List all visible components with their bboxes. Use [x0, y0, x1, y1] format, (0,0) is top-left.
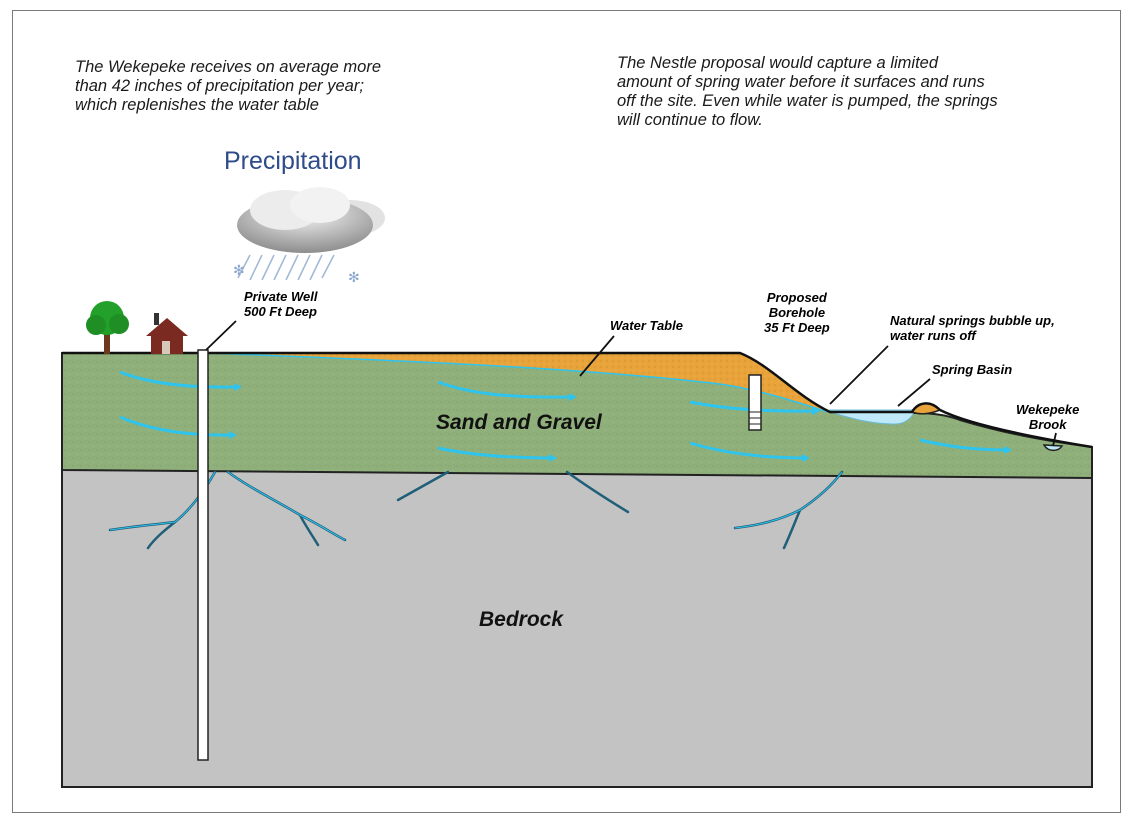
rain-cloud-icon: ✻ ✻ — [233, 187, 385, 286]
precipitation-note: The Wekepeke receives on average more th… — [75, 58, 381, 115]
borehole-label: Proposed Borehole 35 Ft Deep — [764, 290, 830, 335]
water-table-label: Water Table — [610, 318, 683, 333]
svg-text:✻: ✻ — [233, 263, 245, 279]
ground-surface — [62, 351, 1093, 449]
proposal-note: The Nestle proposal would capture a limi… — [617, 54, 998, 130]
groundwater-flow-arrows — [119, 370, 1012, 462]
unsaturated-sand — [205, 353, 828, 412]
brook-label: Wekepeke Brook — [1016, 402, 1080, 432]
note-line: amount of spring water before it surface… — [617, 73, 985, 91]
spring-basin — [829, 409, 916, 425]
borehole-casing — [748, 374, 762, 431]
note-line: will continue to flow. — [617, 111, 763, 129]
note-line: The Wekepeke receives on average more — [75, 58, 382, 76]
spring-basin-label: Spring Basin — [932, 362, 1013, 377]
bedrock-layer — [61, 469, 1093, 788]
private-well-label: Private Well 500 Ft Deep — [244, 289, 318, 319]
svg-text:✻: ✻ — [348, 270, 360, 286]
bedrock-label: Bedrock — [479, 608, 564, 631]
house-icon — [146, 313, 188, 354]
note-line: The Nestle proposal would capture a limi… — [617, 54, 939, 72]
private-well-casing — [197, 349, 209, 761]
sand-gravel-label: Sand and Gravel — [436, 411, 602, 434]
note-line: off the site. Even while water is pumped… — [617, 92, 998, 110]
precipitation-title: Precipitation — [224, 147, 362, 175]
note-line: than 42 inches of precipitation per year… — [75, 77, 364, 95]
note-line: which replenishes the water table — [75, 96, 319, 114]
water-table-line — [204, 352, 829, 413]
tree-icon — [86, 301, 129, 354]
brook-channel — [1042, 444, 1064, 452]
springs-label: Natural springs bubble up, water runs of… — [890, 313, 1055, 343]
leader-lines — [205, 320, 1057, 447]
